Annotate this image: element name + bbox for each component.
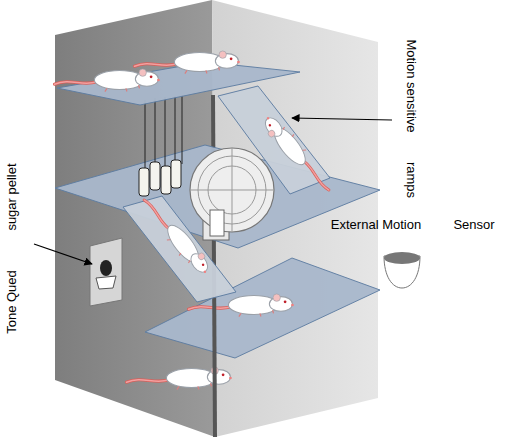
label-text: sugar pellet: [5, 163, 18, 230]
label-text: Sensor: [453, 218, 494, 231]
rat: [135, 51, 240, 74]
pellet-dispenser: [90, 238, 122, 306]
ramp: [218, 86, 330, 194]
motion-sensor: [384, 252, 420, 288]
label-text: Tone Qued: [5, 270, 18, 334]
label-text: External Motion: [331, 218, 421, 231]
running-wheel: [190, 148, 274, 240]
label-text: Motion sensitive: [405, 39, 418, 132]
hanging-tubes: [139, 95, 182, 196]
leader-arrow: [292, 118, 392, 120]
leader-arrow: [34, 244, 92, 264]
rat: [139, 191, 214, 279]
rat: [55, 69, 160, 92]
rat: [259, 111, 334, 199]
shelf: [55, 145, 380, 248]
label-text: ramps: [405, 162, 418, 198]
